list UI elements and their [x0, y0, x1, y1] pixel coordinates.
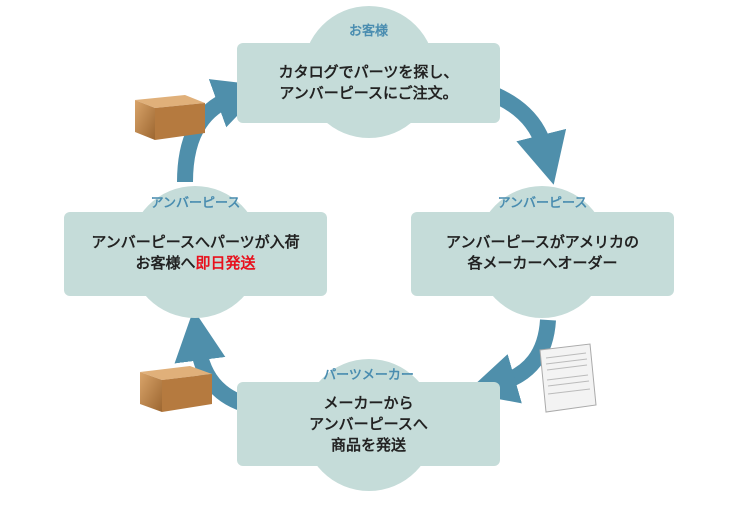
node-maker-body: メーカーから アンバーピースへ 商品を発送 — [237, 393, 500, 456]
node-customer-shape — [237, 6, 500, 138]
text-prefix: お客様へ — [135, 254, 196, 272]
text-line: アンバーピースへパーツが入荷 — [91, 233, 300, 251]
node-maker-title: パーツメーカー — [323, 368, 414, 383]
text-line: アンバーピースへ — [309, 415, 428, 433]
node-ship-body: アンバーピースへパーツが入荷 お客様へ即日発送 — [64, 232, 327, 274]
text-line: カタログでパーツを探し、 — [278, 63, 459, 81]
node-order-body: アンバーピースがアメリカの 各メーカーへオーダー — [411, 232, 674, 274]
highlight-same-day-shipping: 即日発送 — [195, 254, 256, 272]
node-order-title: アンバーピース — [497, 196, 588, 211]
package-icon — [135, 95, 205, 140]
node-ship-title: アンバーピース — [150, 196, 241, 211]
text-line: メーカーから — [323, 394, 414, 412]
node-maker-shape — [237, 359, 500, 491]
text-line: 各メーカーへオーダー — [467, 254, 618, 272]
package-icon — [140, 366, 212, 412]
text-line: アンバーピースがアメリカの — [446, 233, 639, 251]
node-order-shape — [411, 186, 674, 318]
document-icon — [539, 343, 597, 413]
node-customer-title: お客様 — [348, 24, 388, 39]
text-line: アンバーピースにご注文。 — [279, 84, 458, 102]
node-customer-body: カタログでパーツを探し、 アンバーピースにご注文。 — [237, 62, 500, 104]
text-line: 商品を発送 — [330, 436, 406, 454]
node-ship-shape — [64, 186, 327, 318]
text-line: お客様へ即日発送 — [64, 253, 327, 274]
arrow-order-to-maker — [465, 319, 556, 404]
